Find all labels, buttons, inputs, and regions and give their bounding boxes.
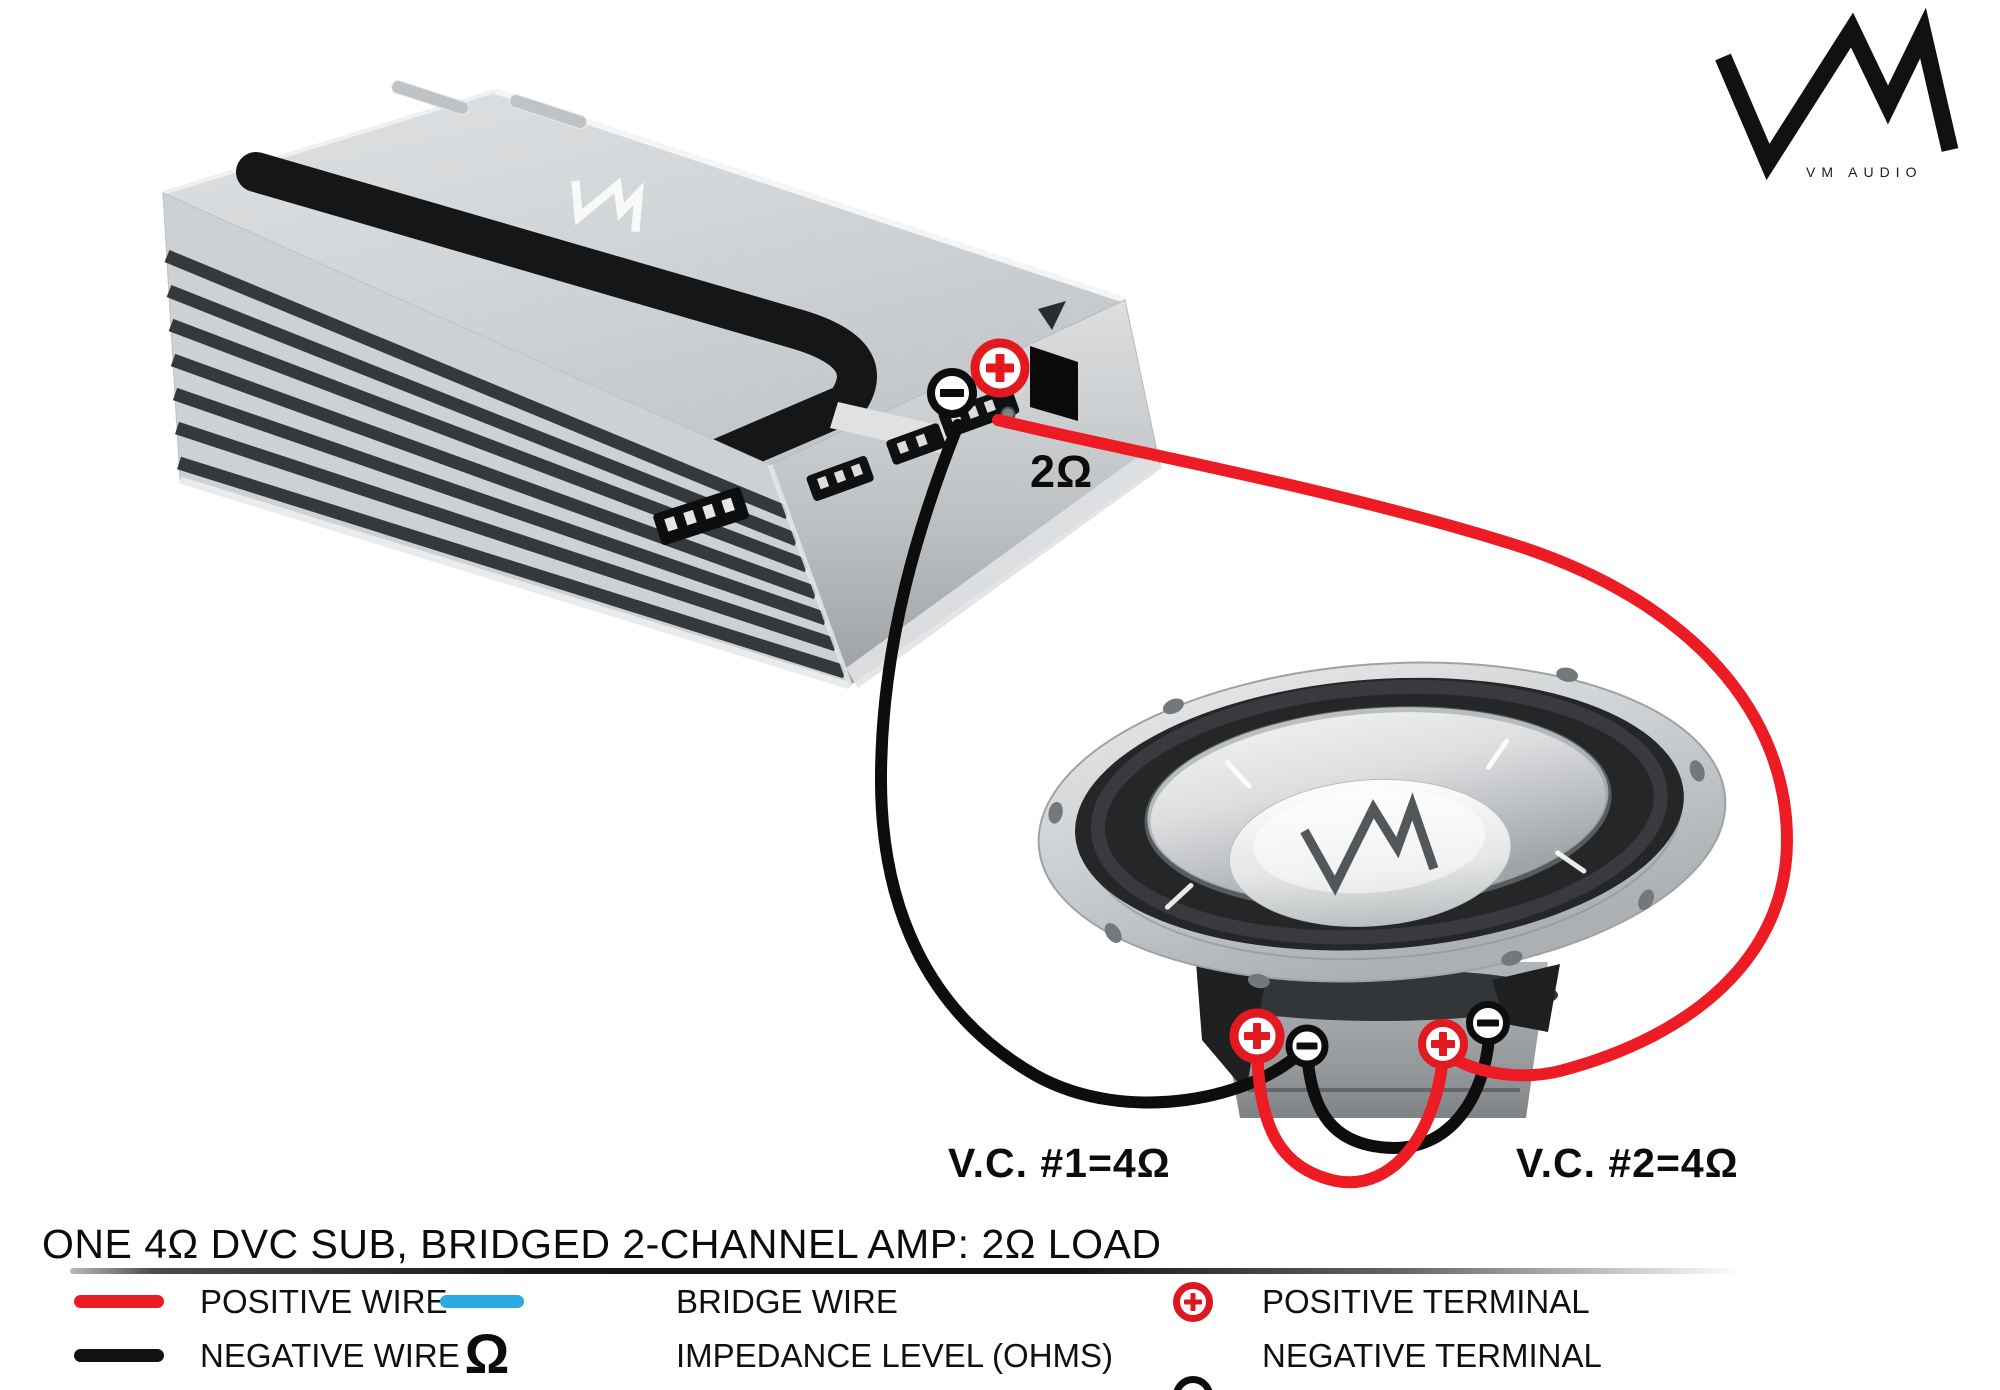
vm-logo-mark	[1715, 7, 1959, 181]
impedance-level-label: IMPEDANCE LEVEL (OHMS)	[676, 1337, 1114, 1374]
positive-wire-label: POSITIVE WIRE	[200, 1283, 448, 1320]
positive-wire-amp-to-vc2	[992, 414, 1794, 1082]
negative-wire-swatch	[74, 1349, 164, 1362]
amp-power-opening	[1030, 346, 1078, 421]
vc2-positive-terminal-icon	[1418, 1019, 1468, 1069]
negative-wire-amp-to-vc1	[874, 419, 1311, 1109]
mounting-holes	[1048, 667, 1705, 989]
amp-impedance-label: 2Ω	[1030, 446, 1094, 497]
sub-vm-logo	[1300, 792, 1439, 896]
brand-logo-text: VM AUDIO	[1806, 164, 1923, 180]
impedance-symbol: Ω	[464, 1322, 510, 1385]
amp-positive-terminal-icon	[970, 338, 1030, 398]
vc1-negative-terminal-icon	[1285, 1024, 1329, 1068]
positive-wire-swatch	[74, 1295, 164, 1308]
positive-jumper-vc1-to-vc2	[1251, 1042, 1449, 1189]
voice-coil-2-label: V.C. #2=4Ω	[1516, 1140, 1739, 1186]
amp-vm-logo-emboss	[571, 177, 644, 233]
positive-terminal-icon	[1173, 1282, 1213, 1322]
negative-jumper-vc1-to-vc2	[1301, 1032, 1495, 1155]
diagram-title: ONE 4Ω DVC SUB, BRIDGED 2-CHANNEL AMP: 2…	[42, 1221, 1162, 1267]
vc1-positive-terminal-icon	[1229, 1008, 1285, 1064]
voice-coil-1-label: V.C. #1=4Ω	[948, 1140, 1171, 1186]
bridge-wire-swatch	[440, 1295, 524, 1308]
divider-line	[70, 1268, 1740, 1274]
amplifier-illustration	[161, 80, 1162, 690]
negative-terminal-label: NEGATIVE TERMINAL	[1262, 1337, 1602, 1374]
positive-terminal-label: POSITIVE TERMINAL	[1262, 1283, 1590, 1320]
bridge-wire-label: BRIDGE WIRE	[676, 1283, 898, 1320]
vc2-negative-terminal-icon	[1466, 1001, 1510, 1045]
amp-negative-terminal-icon	[927, 368, 977, 418]
negative-wire-label: NEGATIVE WIRE	[200, 1337, 460, 1374]
subwoofer-illustration	[1037, 661, 1727, 1118]
